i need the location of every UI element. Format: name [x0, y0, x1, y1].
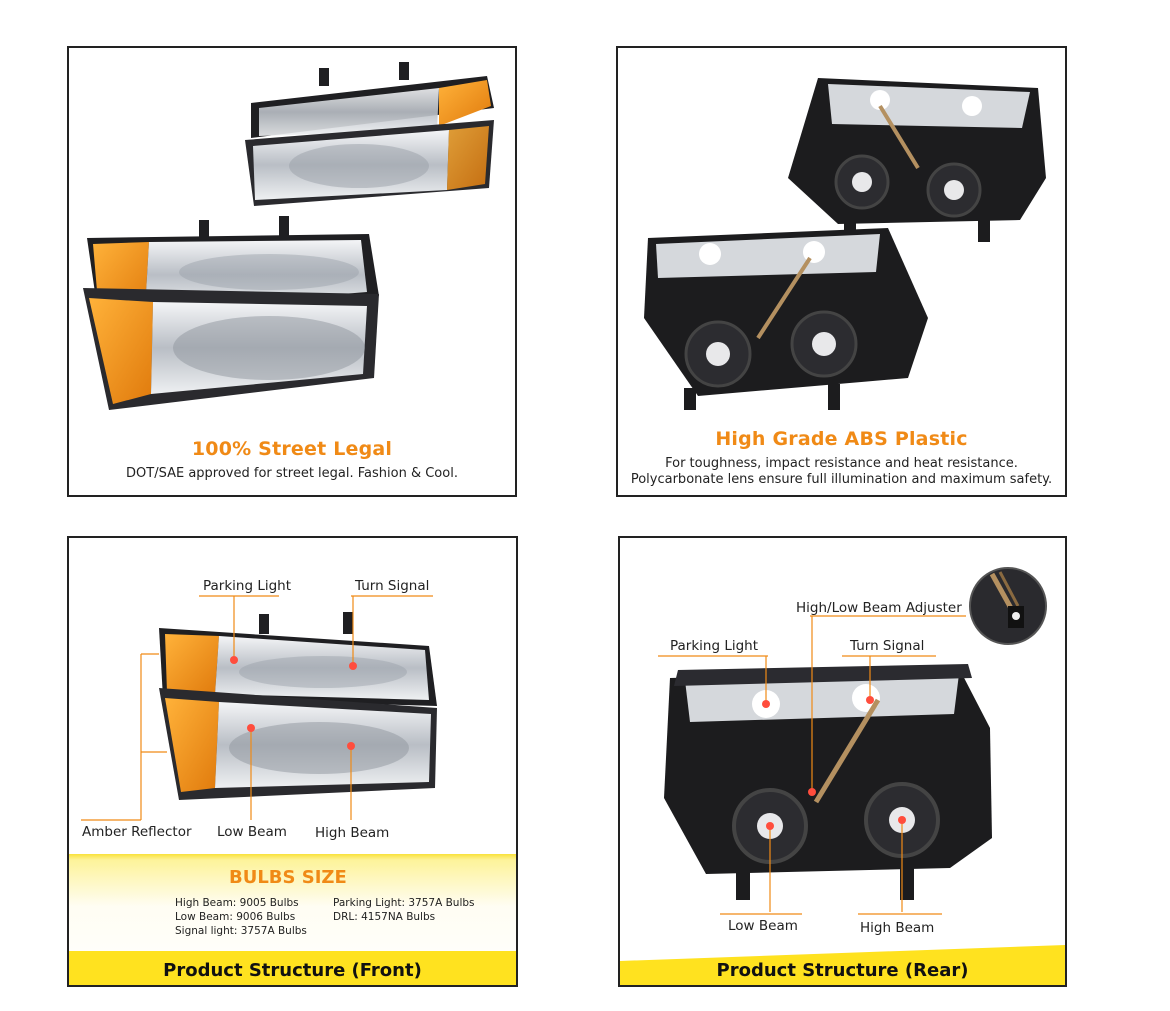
rear-label-parking-light: Parking Light: [670, 638, 759, 654]
front-label-high-beam: High Beam: [315, 825, 390, 841]
front-label-amber-reflector: Amber Reflector: [82, 824, 192, 840]
rear-label-low-beam: Low Beam: [728, 918, 798, 934]
front-label-low-beam: Low Beam: [217, 824, 287, 840]
front-callout-lines: [81, 595, 433, 821]
rear-label-turn-signal: Turn Signal: [850, 638, 925, 654]
rear-housing-unit: [664, 664, 992, 900]
rear-label-adjuster: High/Low Beam Adjuster: [796, 600, 962, 616]
panel-structure-rear: High/Low Beam Adjuster Parking Light Tur…: [618, 536, 1067, 987]
panel-street-legal: 100% Street Legal DOT/SAE approved for s…: [67, 46, 517, 497]
front-label-turn-signal: Turn Signal: [355, 578, 430, 594]
structure-rear-title: Product Structure (Rear): [716, 960, 969, 981]
structure-front-title: Product Structure (Front): [163, 960, 422, 981]
rear-label-high-beam: High Beam: [860, 920, 935, 936]
abs-plastic-caption-line1: For toughness, impact resistance and hea…: [665, 456, 1018, 471]
structure-front-band: Product Structure (Front): [69, 951, 516, 985]
street-legal-title: 100% Street Legal: [191, 438, 393, 460]
bulbs-size-title: BULBS SIZE: [229, 867, 347, 888]
front-headlight-diagram: [81, 595, 437, 941]
headlight-pair-front-image: [83, 62, 494, 410]
rear-callout-lines: [658, 615, 966, 915]
upper-rear-housing: [788, 78, 1046, 242]
front-headlight-unit: [159, 612, 437, 800]
lower-rear-housing: [644, 228, 928, 410]
front-callout-dots: [230, 656, 357, 750]
adjuster-inset-image: [969, 567, 1047, 645]
rear-unit-headlight: [245, 62, 494, 206]
street-legal-caption: DOT/SAE approved for street legal. Fashi…: [126, 466, 458, 481]
bulb-spec-high-beam: High Beam: 9005 Bulbs: [175, 897, 299, 909]
panel-abs-plastic: High Grade ABS Plastic For toughness, im…: [616, 46, 1067, 497]
bulb-spec-parking-light: Parking Light: 3757A Bulbs: [333, 897, 475, 909]
abs-plastic-title: High Grade ABS Plastic: [715, 428, 968, 450]
front-unit-headlight: [83, 216, 379, 410]
abs-plastic-caption-line2: Polycarbonate lens ensure full illuminat…: [630, 472, 1053, 487]
bulb-spec-drl: DRL: 4157NA Bulbs: [333, 911, 436, 923]
front-label-parking-light: Parking Light: [203, 578, 292, 594]
bulb-spec-low-beam: Low Beam: 9006 Bulbs: [175, 911, 296, 923]
bulb-spec-signal-light: Signal light: 3757A Bulbs: [175, 925, 307, 937]
headlight-pair-rear-image: [644, 78, 1046, 410]
rear-headlight-diagram: [658, 567, 1047, 915]
rear-callout-dots: [762, 696, 906, 830]
panel-structure-front: Parking Light Turn Signal Amber Reflecto…: [67, 536, 518, 987]
